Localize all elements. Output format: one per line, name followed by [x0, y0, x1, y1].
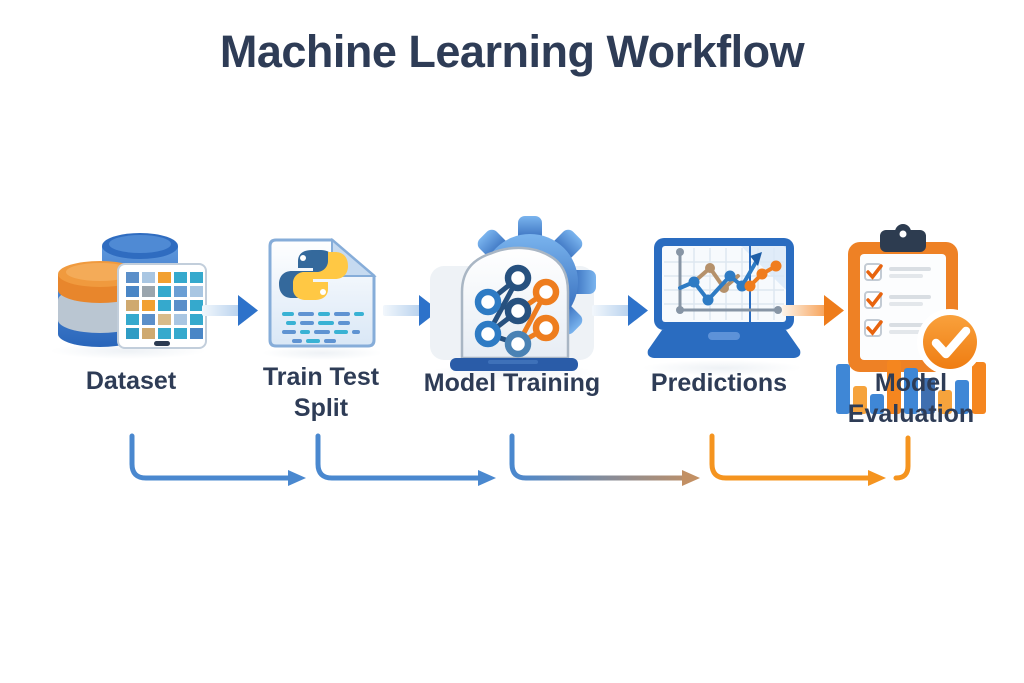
flow-arrow-2-icon	[383, 292, 439, 329]
step-label-model-training: Model Training	[423, 369, 601, 397]
clipboard-checklist-icon	[836, 222, 992, 420]
shadow	[642, 360, 802, 376]
page-title: Machine Learning Workflow	[219, 26, 805, 77]
gear-neural-network-icon	[428, 212, 596, 374]
flow-arrow-3-icon	[592, 292, 648, 329]
shadow	[262, 346, 382, 360]
flow-arrow-1-icon	[202, 292, 258, 329]
flow-arrow-4-icon	[782, 292, 844, 329]
step-label-predictions: Predictions	[650, 369, 788, 397]
database-grid-icon	[48, 226, 208, 351]
step-label-model-evaluation: Model Evaluation	[847, 369, 975, 429]
step-label-train-test-split: Train Test Split	[262, 363, 380, 423]
laptop-chart-icon	[646, 238, 802, 368]
step-label-dataset: Dataset	[85, 367, 177, 395]
python-script-icon	[262, 236, 382, 350]
bottom-connector-arrows	[0, 428, 1024, 508]
